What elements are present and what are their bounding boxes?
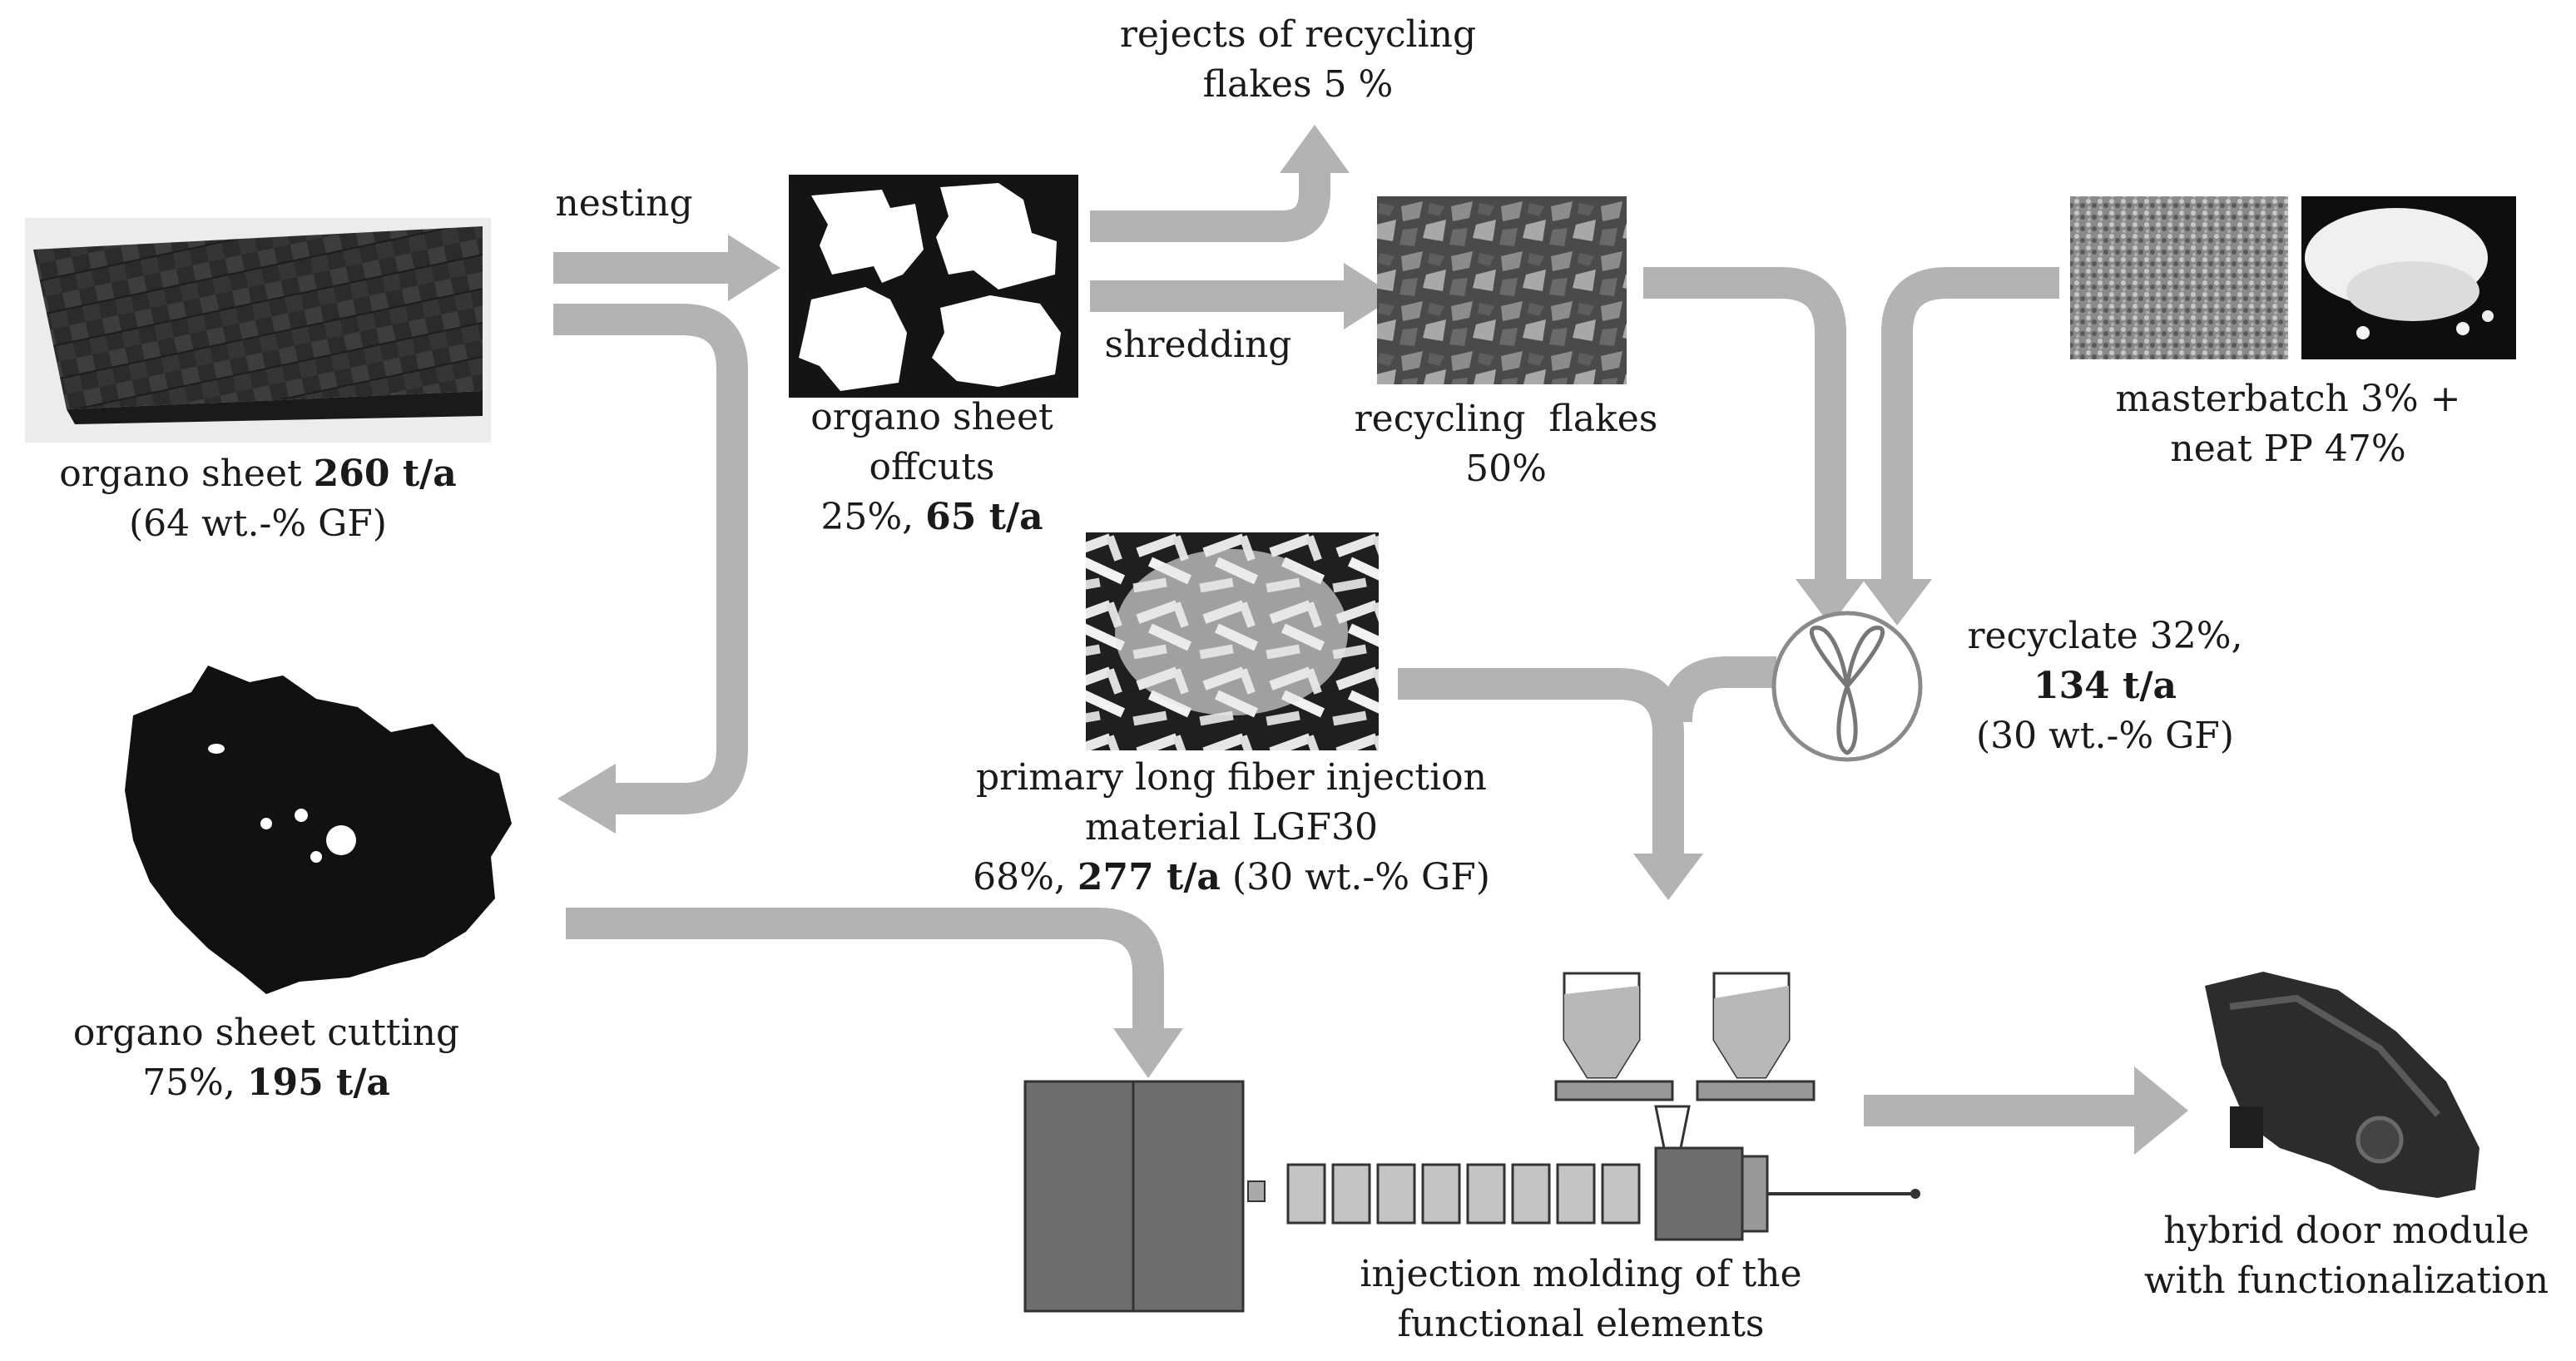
offcuts-line1: organo sheet bbox=[810, 396, 1053, 438]
primary-line1: primary long fiber injection bbox=[975, 756, 1488, 799]
door-line2: with functionalization bbox=[2143, 1260, 2549, 1302]
arrow-to-cutting bbox=[553, 304, 748, 814]
nesting-text: nesting bbox=[555, 182, 693, 225]
arrow-flakes-mixer bbox=[1643, 267, 1846, 582]
primary-material-label: primary long fiber injection material LG… bbox=[932, 753, 1531, 903]
offcuts-line2: offcuts bbox=[869, 446, 995, 488]
offcuts-photo-icon bbox=[789, 175, 1078, 398]
injection-line1: injection molding of the bbox=[1360, 1253, 1802, 1295]
masterbatch-photo-icon bbox=[2070, 196, 2288, 359]
offcuts-share: 25%, bbox=[820, 496, 926, 538]
arrow-cutting-tool bbox=[566, 908, 1164, 1032]
primary-gf: (30 wt.-% GF) bbox=[1220, 856, 1490, 898]
cutting-amount: 195 t/a bbox=[246, 1062, 390, 1104]
arrow-rejects bbox=[1090, 166, 1330, 242]
offcuts-amount: 65 t/a bbox=[925, 496, 1043, 538]
organo-sheet-amount: 260 t/a bbox=[313, 453, 457, 495]
arrow-primary-merge bbox=[1398, 668, 1684, 857]
masterbatch-line2: neat PP 47% bbox=[2170, 428, 2406, 470]
neat-pp-photo-icon bbox=[2301, 196, 2516, 359]
organo-sheet-prefix: organo sheet bbox=[59, 453, 314, 495]
hybrid-door-module-icon bbox=[2205, 972, 2479, 1198]
injection-label: injection molding of the functional elem… bbox=[1315, 1250, 1847, 1349]
recyclate-amount: 134 t/a bbox=[2033, 665, 2177, 707]
organo-sheet-gf: (64 wt.-% GF) bbox=[129, 502, 387, 545]
primary-amount: 277 t/a bbox=[1077, 856, 1221, 898]
organo-sheet-label: organo sheet 260 t/a (64 wt.-% GF) bbox=[8, 449, 508, 549]
long-fiber-material-photo-icon bbox=[1086, 532, 1379, 750]
primary-share: 68%, bbox=[973, 856, 1077, 898]
rejects-label: rejects of recycling flakes 5 % bbox=[1082, 10, 1514, 110]
primary-line2: material LGF30 bbox=[1085, 806, 1378, 849]
rejects-line1: rejects of recycling bbox=[1119, 13, 1477, 56]
flow-arrows bbox=[553, 166, 2138, 1126]
shredding-text: shredding bbox=[1104, 324, 1292, 366]
recyclate-gf: (30 wt.-% GF) bbox=[1976, 715, 2234, 757]
masterbatch-label: masterbatch 3% + neat PP 47% bbox=[2080, 374, 2496, 474]
offcuts-label: organo sheet offcuts 25%, 65 t/a bbox=[749, 393, 1115, 542]
arrow-heads bbox=[557, 125, 2188, 1155]
nesting-label: nesting bbox=[549, 179, 699, 229]
door-line1: hybrid door module bbox=[2163, 1210, 2529, 1252]
cutting-line1: organo sheet cutting bbox=[72, 1012, 460, 1054]
cutting-share: 75%, bbox=[142, 1062, 247, 1104]
recyclate-line1: recyclate 32%, bbox=[1967, 615, 2243, 657]
recycling-flakes-label: recycling flakes 50% bbox=[1298, 394, 1714, 494]
shredding-label: shredding bbox=[1090, 320, 1306, 370]
mixer-icon bbox=[1771, 611, 1923, 762]
flakes-line2: 50% bbox=[1465, 448, 1547, 490]
injection-molding-machine-icon bbox=[1023, 972, 1920, 1313]
arrow-recyclate-merge bbox=[1661, 656, 1776, 723]
rejects-line2: flakes 5 % bbox=[1202, 63, 1394, 106]
cutting-label: organo sheet cutting 75%, 195 t/a bbox=[33, 1008, 499, 1108]
flakes-line1: recycling flakes bbox=[1354, 398, 1658, 440]
masterbatch-line1: masterbatch 3% + bbox=[2115, 378, 2461, 420]
cut-organo-sheet-icon bbox=[125, 666, 512, 994]
door-module-label: hybrid door module with functionalizatio… bbox=[2130, 1206, 2563, 1306]
arrow-masterbatch-mixer bbox=[1881, 267, 2059, 582]
organo-sheet-photo-icon bbox=[25, 218, 491, 443]
injection-line2: functional elements bbox=[1397, 1303, 1765, 1345]
recyclate-label: recyclate 32%, 134 t/a (30 wt.-% GF) bbox=[1930, 611, 2280, 761]
recycling-flakes-photo-icon bbox=[1377, 196, 1627, 384]
